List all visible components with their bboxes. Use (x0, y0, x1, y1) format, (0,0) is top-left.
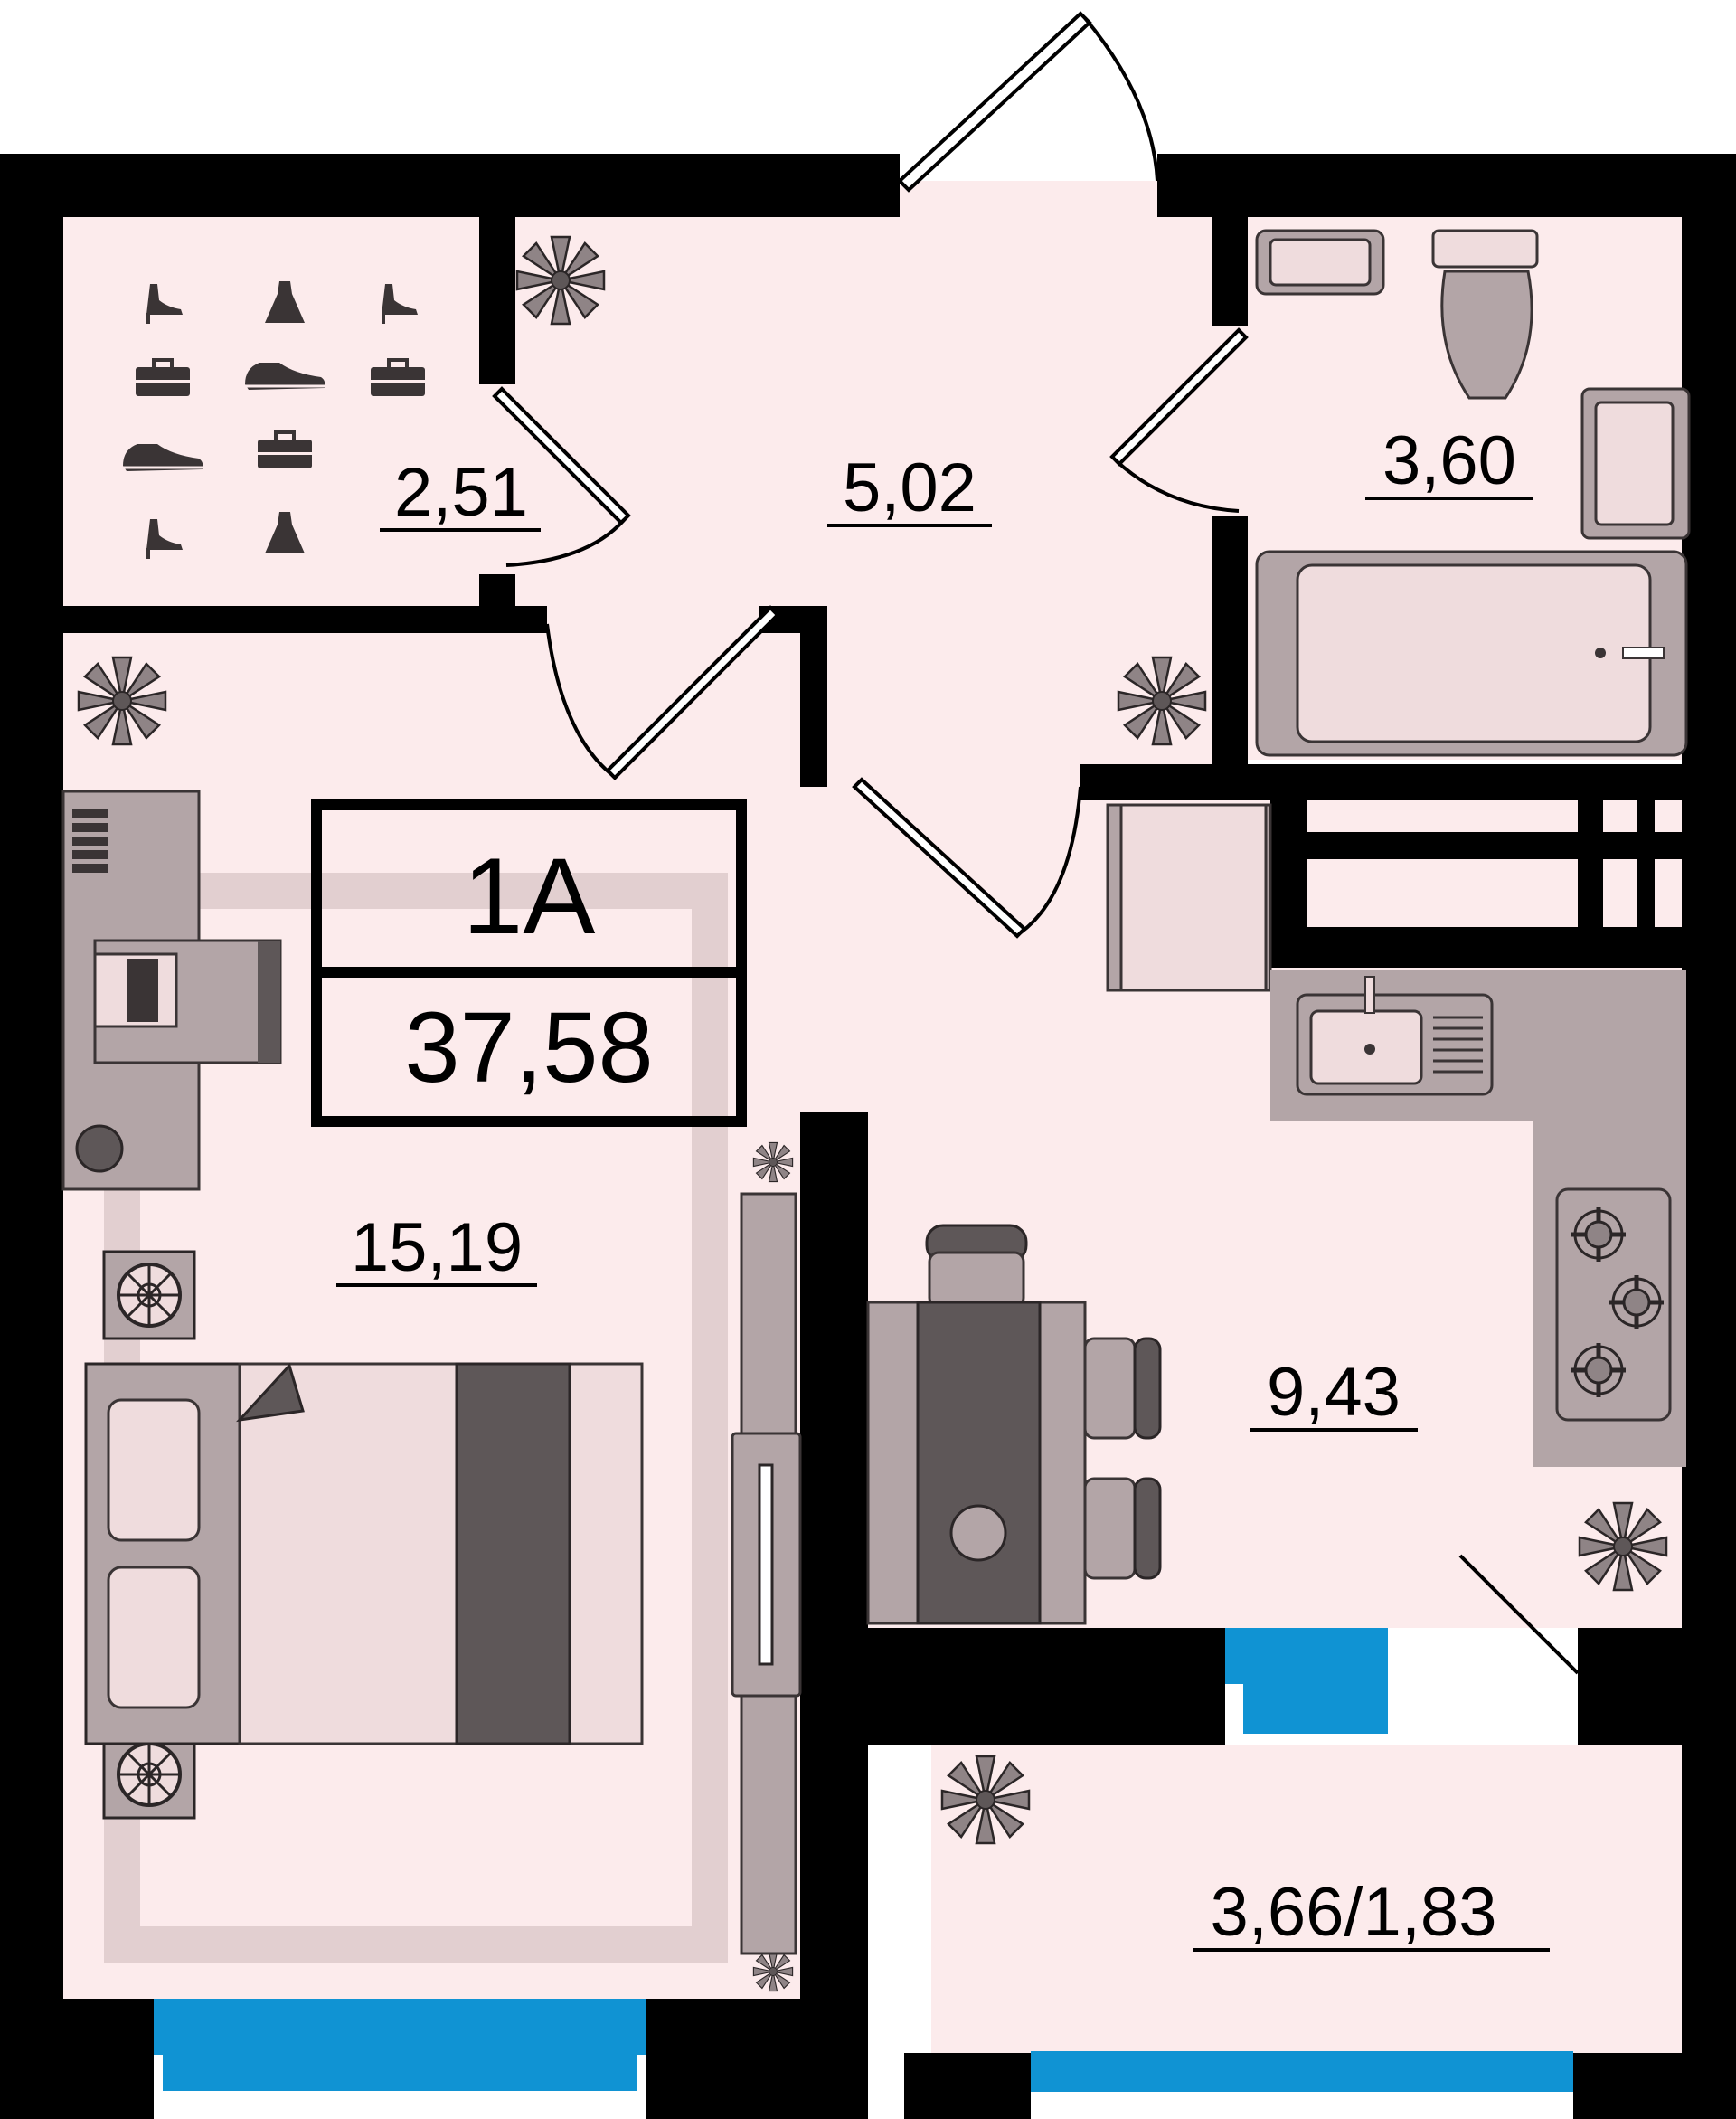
doors (492, 11, 1580, 1675)
walls (0, 154, 1736, 2119)
plant-icon (752, 1141, 794, 1183)
room-area-balcony: 3,66/1,83 (1211, 1874, 1497, 1951)
bedroom-furniture (61, 790, 802, 1963)
toilet-icon (1431, 229, 1539, 269)
windows (149, 1628, 1573, 2092)
kitchen-fixtures (1106, 803, 1686, 1467)
plant-icon (1578, 1501, 1668, 1592)
nightstand-icon (102, 1250, 196, 1340)
room-area-kitchen: 9,43 (1267, 1354, 1401, 1431)
plant-icon (515, 235, 606, 326)
room-labels: 2,51 5,02 3,60 15,19 9,43 3,66/1,83 (336, 422, 1550, 1952)
room-area-bedroom: 15,19 (351, 1209, 523, 1286)
plant-icon (940, 1755, 1031, 1845)
unit-type: 1A (463, 836, 596, 957)
plant-icon (1117, 656, 1207, 746)
room-area-wardrobe: 2,51 (394, 454, 528, 531)
room-area-bathroom: 3,60 (1382, 422, 1516, 499)
bathroom-fixtures (1255, 229, 1691, 757)
total-area: 37,58 (404, 992, 653, 1103)
plant-icon (77, 656, 167, 746)
room-area-hallway: 5,02 (843, 449, 976, 526)
unit-badge: 1A 37,58 (311, 799, 747, 1127)
dining-set (866, 1224, 1162, 1625)
plant-icon (752, 1951, 794, 1992)
